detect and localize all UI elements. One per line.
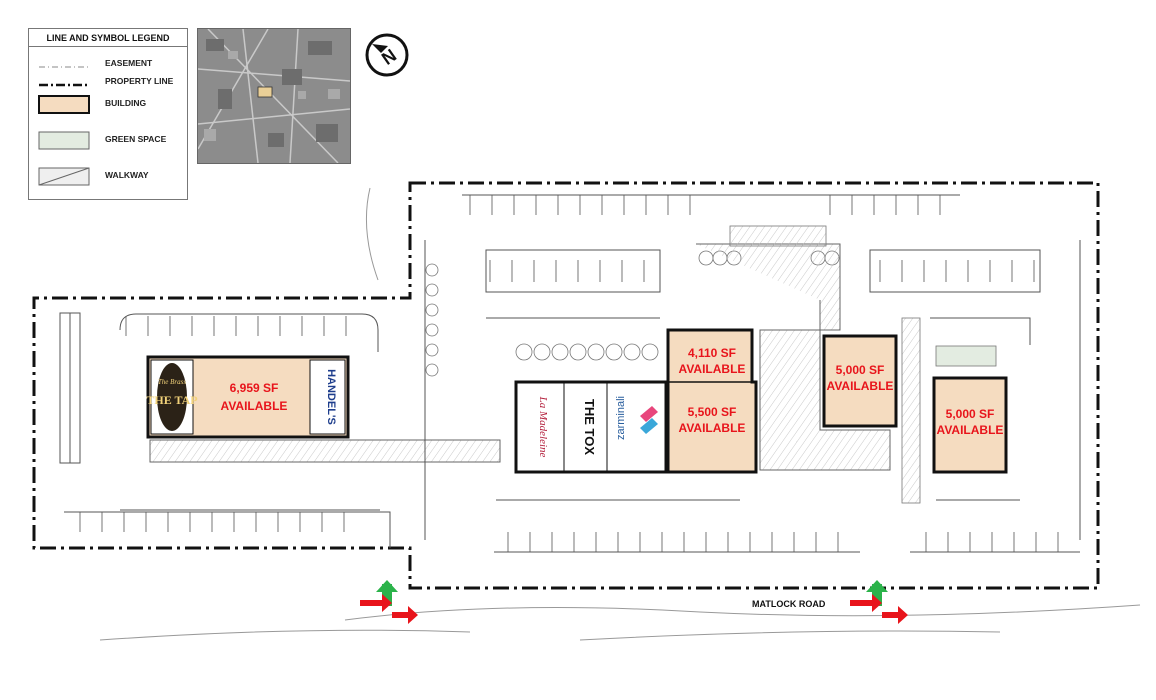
left-stall-lines [79, 316, 347, 532]
road-curbs [99, 187, 1141, 641]
walkway-vertical [901, 317, 921, 504]
aerial-location-map [197, 28, 351, 164]
legend-label-property-line: PROPERTY LINE [105, 76, 174, 86]
property-line [32, 181, 1100, 590]
legend-label-green-space: GREEN SPACE [105, 134, 167, 144]
legend-item-property-line: PROPERTY LINE [29, 71, 187, 97]
tenant-name-the-tox: THE TOX [582, 399, 597, 455]
walkway-connector [149, 439, 501, 463]
legend-item-building: BUILDING [29, 93, 187, 119]
building-symbol [38, 95, 90, 114]
green-space-patch [935, 345, 997, 367]
suite-label-6959: 6,959 SF AVAILABLE [221, 381, 288, 413]
access-arrow-icon-east [850, 580, 908, 624]
tenant-sub-the-tap: The Brass [158, 378, 186, 386]
suite-label-5000-b: 5,000 SF AVAILABLE [937, 407, 1004, 437]
suite-size-4110: 4,110 SF [688, 346, 736, 360]
tree-row-upper [515, 343, 659, 361]
access-arrow-icon-west [360, 580, 418, 624]
tenant-name-la-madeleine: La Madeleine [537, 396, 549, 458]
suite-status-5000-b: AVAILABLE [937, 423, 1004, 437]
property-line-symbol [39, 83, 89, 87]
right-parking [424, 194, 1081, 553]
tenant-name-zarminali: zarminali [615, 396, 627, 440]
tenant-logo-the-tap: The Brass THE TAP [146, 363, 198, 431]
easement-symbol [39, 66, 89, 68]
road-label-matlock: MATLOCK ROAD [752, 599, 826, 609]
suite-size-5000-b: 5,000 SF [946, 407, 995, 421]
central-plaza [696, 243, 891, 471]
legend-item-easement: EASEMENT [29, 53, 187, 79]
building-pad-east-2 [932, 376, 1008, 474]
right-stall-lines [469, 195, 1059, 552]
suite-status-5000-a: AVAILABLE [827, 379, 894, 393]
legend-item-walkway: WALKWAY [29, 165, 187, 191]
suite-status-5500: AVAILABLE [679, 421, 746, 435]
plaza-walkway-top [729, 225, 827, 247]
left-parking [59, 312, 391, 548]
tree-row-left [425, 263, 439, 377]
legend-label-building: BUILDING [105, 98, 147, 108]
building-pad-east-1 [822, 334, 898, 428]
legend-item-green-space: GREEN SPACE [29, 129, 187, 155]
green-space-symbol [38, 131, 90, 150]
legend-label-easement: EASEMENT [105, 58, 153, 68]
suite-label-5000-a: 5,000 SF AVAILABLE [827, 363, 894, 393]
suite-size-6959: 6,959 SF [230, 381, 279, 395]
tenant-logo-zarminali: zarminali [615, 396, 658, 440]
suite-status-6959: AVAILABLE [221, 399, 288, 413]
suite-size-5500: 5,500 SF [688, 405, 737, 419]
suite-size-5000-a: 5,000 SF [836, 363, 885, 377]
aerial-map-image [198, 29, 350, 163]
walkway-symbol [38, 167, 90, 186]
legend-title: LINE AND SYMBOL LEGEND [29, 29, 187, 47]
north-arrow-icon: N [365, 33, 409, 77]
tenant-name-handels: HANDEL'S [325, 369, 337, 425]
suite-status-4110: AVAILABLE [679, 362, 746, 376]
building-center [514, 328, 758, 474]
suite-label-5500: 5,500 SF AVAILABLE [679, 405, 746, 435]
tenant-name-the-tap: THE TAP [146, 393, 197, 407]
legend: LINE AND SYMBOL LEGEND EASEMENT PROPERTY… [28, 28, 188, 200]
suite-label-4110: 4,110 SF AVAILABLE [679, 346, 746, 376]
legend-label-walkway: WALKWAY [105, 170, 149, 180]
